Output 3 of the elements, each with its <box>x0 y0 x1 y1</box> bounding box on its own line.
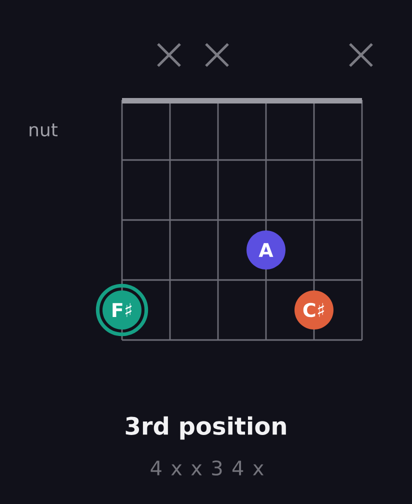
nut-label: nut <box>30 124 58 136</box>
title: 3rd position <box>126 416 286 440</box>
fingering-text: 4 x x 3 4 x <box>150 460 264 476</box>
